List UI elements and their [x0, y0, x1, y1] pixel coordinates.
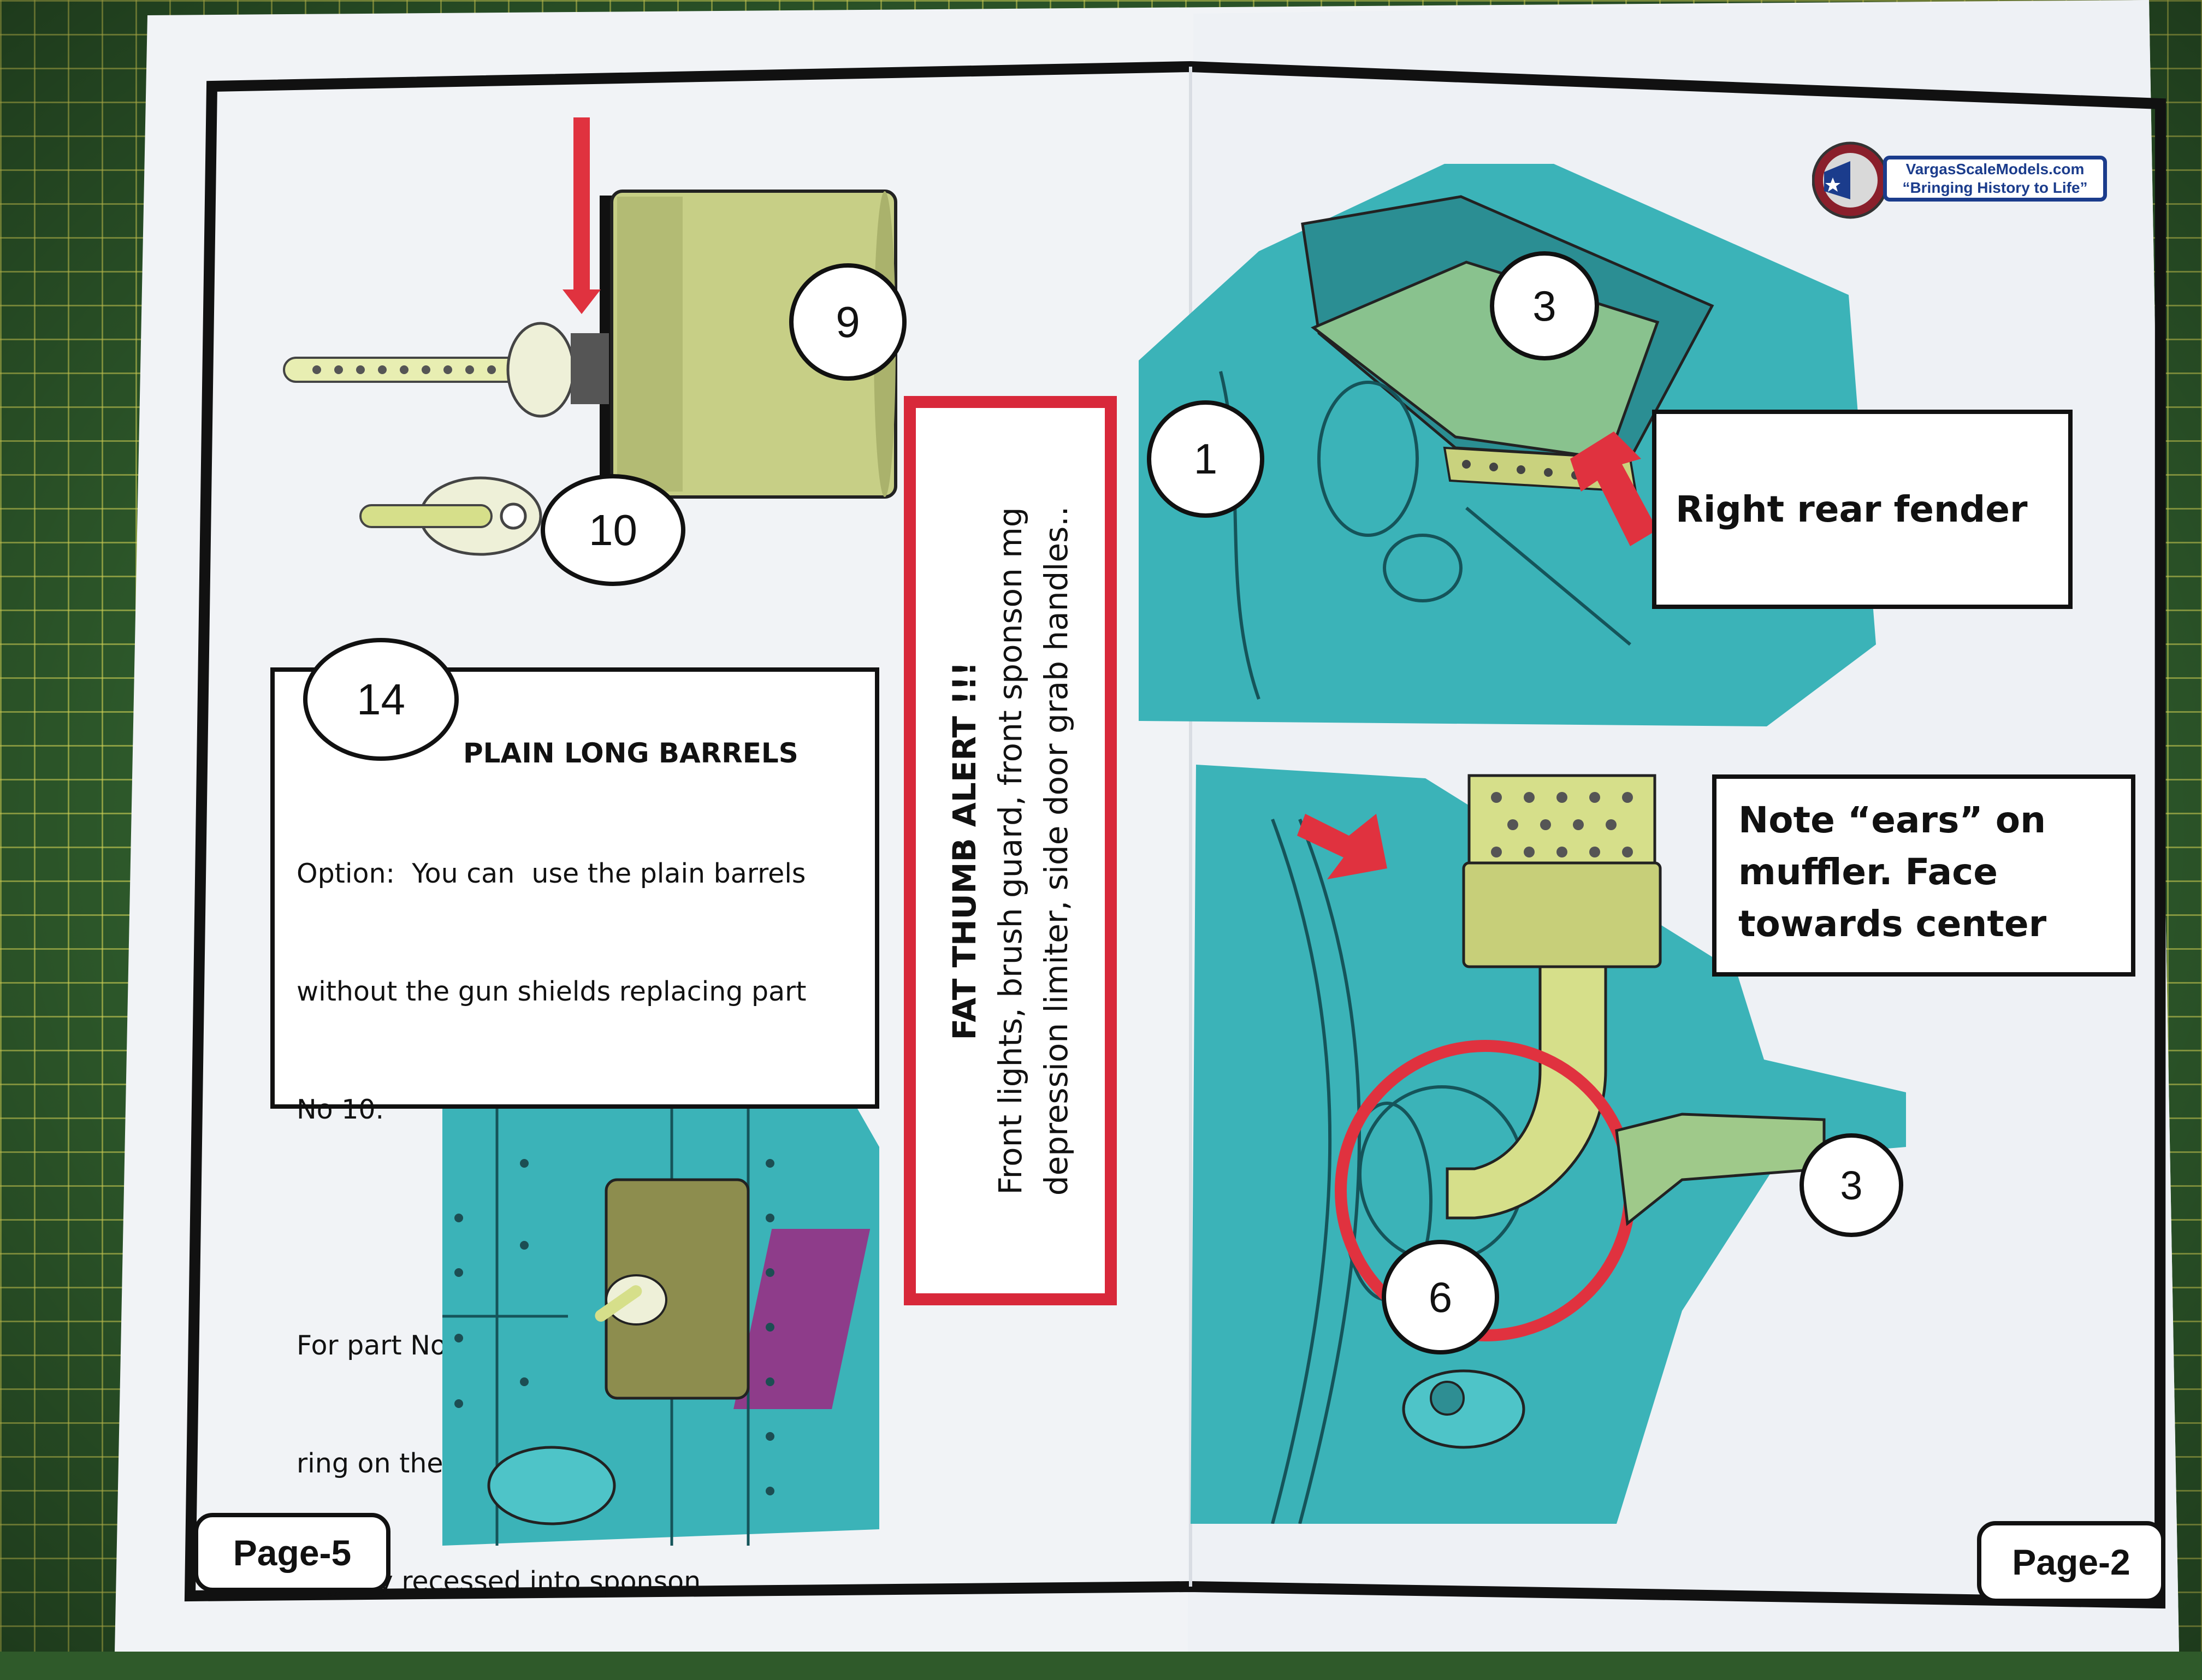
sponson-installed-illustration	[442, 1109, 879, 1546]
part-9-label: 9	[836, 297, 860, 346]
part-3-bottom-callout: 3	[1800, 1133, 1903, 1237]
part-1-label: 1	[1193, 435, 1218, 483]
page-5-label: Page-5	[194, 1513, 390, 1592]
logo-emblem-icon	[1812, 141, 1889, 219]
note-line: No 10.	[297, 1094, 384, 1125]
muffler-note-box: Note “ears” on muffler. Face towards cen…	[1712, 774, 2135, 977]
part-3-label: 3	[1840, 1162, 1863, 1208]
logo-text-box: VargasScaleModels.com “Bringing History …	[1883, 156, 2107, 202]
part-10-callout: 10	[541, 474, 685, 586]
part-3-label: 3	[1532, 281, 1556, 330]
note-line: Option: You can use the plain barrels	[297, 858, 806, 889]
page-2-label: Page-2	[1977, 1521, 2165, 1603]
alert-line: Front lights, brush guard, front sponson…	[992, 506, 1029, 1195]
page-number: Page-5	[233, 1532, 352, 1573]
part-6-callout: 6	[1382, 1240, 1499, 1354]
part-3-top-callout: 3	[1490, 251, 1599, 360]
page-number: Page-2	[2012, 1542, 2130, 1582]
fat-thumb-alert-box: FAT THUMB ALERT !!! Front lights, brush …	[904, 396, 1117, 1305]
part-14-callout: 14	[303, 638, 459, 761]
part-9-callout: 9	[789, 263, 907, 381]
right-rear-fender-label-box: Right rear fender	[1652, 410, 2073, 609]
logo-tagline: “Bringing History to Life”	[1902, 179, 2088, 196]
alert-heading: FAT THUMB ALERT !!!	[946, 661, 983, 1040]
part-10-label: 10	[589, 505, 637, 554]
fender-label: Right rear fender	[1676, 488, 2028, 530]
muffler-note-line: towards center	[1738, 903, 2047, 945]
vargas-logo: VargasScaleModels.com “Bringing History …	[1812, 139, 2118, 221]
muffler-illustration	[1191, 765, 1906, 1524]
muffler-note-line: muffler. Face	[1738, 851, 1998, 893]
muffler-note-line: Note “ears” on	[1738, 799, 2046, 841]
logo-url: VargasScaleModels.com	[1905, 161, 2085, 178]
alert-text: FAT THUMB ALERT !!! Front lights, brush …	[942, 425, 1079, 1277]
note-heading: PLAIN LONG BARRELS	[463, 737, 798, 769]
part-1-callout: 1	[1147, 400, 1264, 518]
note-line: without the gun shields replacing part	[297, 976, 807, 1007]
part-6-label: 6	[1428, 1273, 1453, 1321]
muffler-note-text: Note “ears” on muffler. Face towards cen…	[1738, 794, 2131, 950]
part-14-label: 14	[357, 675, 405, 724]
alert-line: depression limiter, side door grab handl…	[1038, 506, 1075, 1196]
